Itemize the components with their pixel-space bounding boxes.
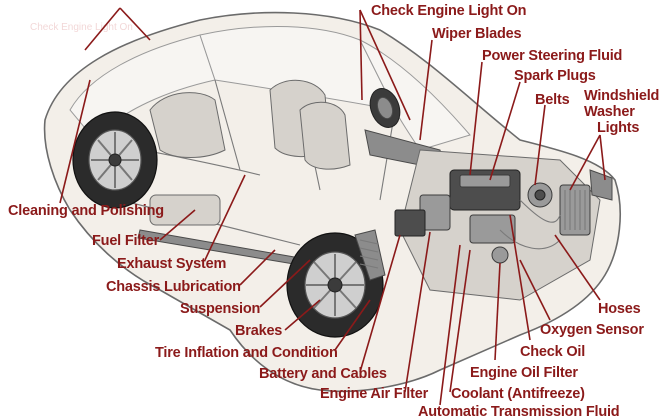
leader-wiper [419,39,433,141]
label-suspension: Suspension [180,301,261,317]
leader-oxygen [519,259,551,321]
leader-power-steering [469,61,483,176]
label-battery-cables: Battery and Cables [259,366,387,382]
label-fuel-filter: Fuel Filter [92,233,160,249]
label-cleaning-polishing: Cleaning and Polishing [8,203,164,219]
label-exhaust-system: Exhaust System [117,256,227,272]
label-power-steering-fluid: Power Steering Fluid [482,48,623,64]
valve-cover [459,174,511,188]
leader-fuel-filter [159,209,196,241]
rear-seat [149,92,226,158]
windshield [358,38,471,151]
leader-lines [59,7,606,406]
leader-air-filter [404,231,431,393]
leader-check-engine-2 [359,9,411,121]
label-windshield: Windshield [584,88,660,104]
hoses-lines [499,199,561,250]
fuel-tank [149,194,221,226]
label-wiper-blades: Wiper Blades [432,26,522,42]
leader-check-oil [509,214,531,341]
leader-battery [359,234,401,373]
leader-tire [334,299,371,351]
leader-belts [534,104,546,186]
leader-windshield-washer [569,134,601,191]
label-washer: Washer [584,104,635,120]
leader-check-engine [359,9,363,101]
radiator-fins [564,190,586,230]
pulley-center [534,189,546,201]
label-brakes: Brakes [235,323,283,339]
suspension-spring [359,239,379,269]
leader-brakes [284,299,321,331]
leader-cleaning [59,79,91,204]
leader-suspension [259,259,311,308]
label-belts: Belts [535,92,570,108]
label-tire-inflation: Tire Inflation and Condition [155,345,338,361]
label-check-oil: Check Oil [520,344,586,360]
label-chassis-lubrication: Chassis Lubrication [106,279,241,295]
label-lights: Lights [597,120,640,136]
leader-top-left-2 [84,7,121,51]
front-hub [327,277,343,293]
leader-lights [599,134,606,181]
steering-hub [376,96,394,120]
leader-spark-plugs [489,81,521,181]
front-seat-2 [299,101,351,170]
label-oxygen-sensor: Oxygen Sensor [540,322,644,338]
leader-hoses [554,234,601,301]
label-spark-plugs: Spark Plugs [514,68,596,84]
leader-coolant [449,249,471,393]
label-check-engine-light: Check Engine Light On [371,3,527,19]
watermark-text: Check Engine Light On [30,22,133,33]
leader-exhaust [204,174,246,261]
oil-filter [491,246,509,264]
label-engine-oil-filter: Engine Oil Filter [470,365,578,381]
rear-hub [108,153,122,167]
car-cutaway-diagram: Check Engine Light On [30,7,621,406]
battery [394,209,426,237]
leader-chassis [239,249,276,286]
leader-oil-filter [494,262,501,361]
leader-atf [439,244,461,406]
label-automatic-transmission-fluid: Automatic Transmission Fluid [418,404,620,420]
label-coolant: Coolant (Antifreeze) [451,386,585,402]
transmission [469,214,516,244]
leader-top-left [119,7,151,41]
label-hoses: Hoses [598,301,641,317]
label-engine-air-filter: Engine Air Filter [320,386,429,402]
